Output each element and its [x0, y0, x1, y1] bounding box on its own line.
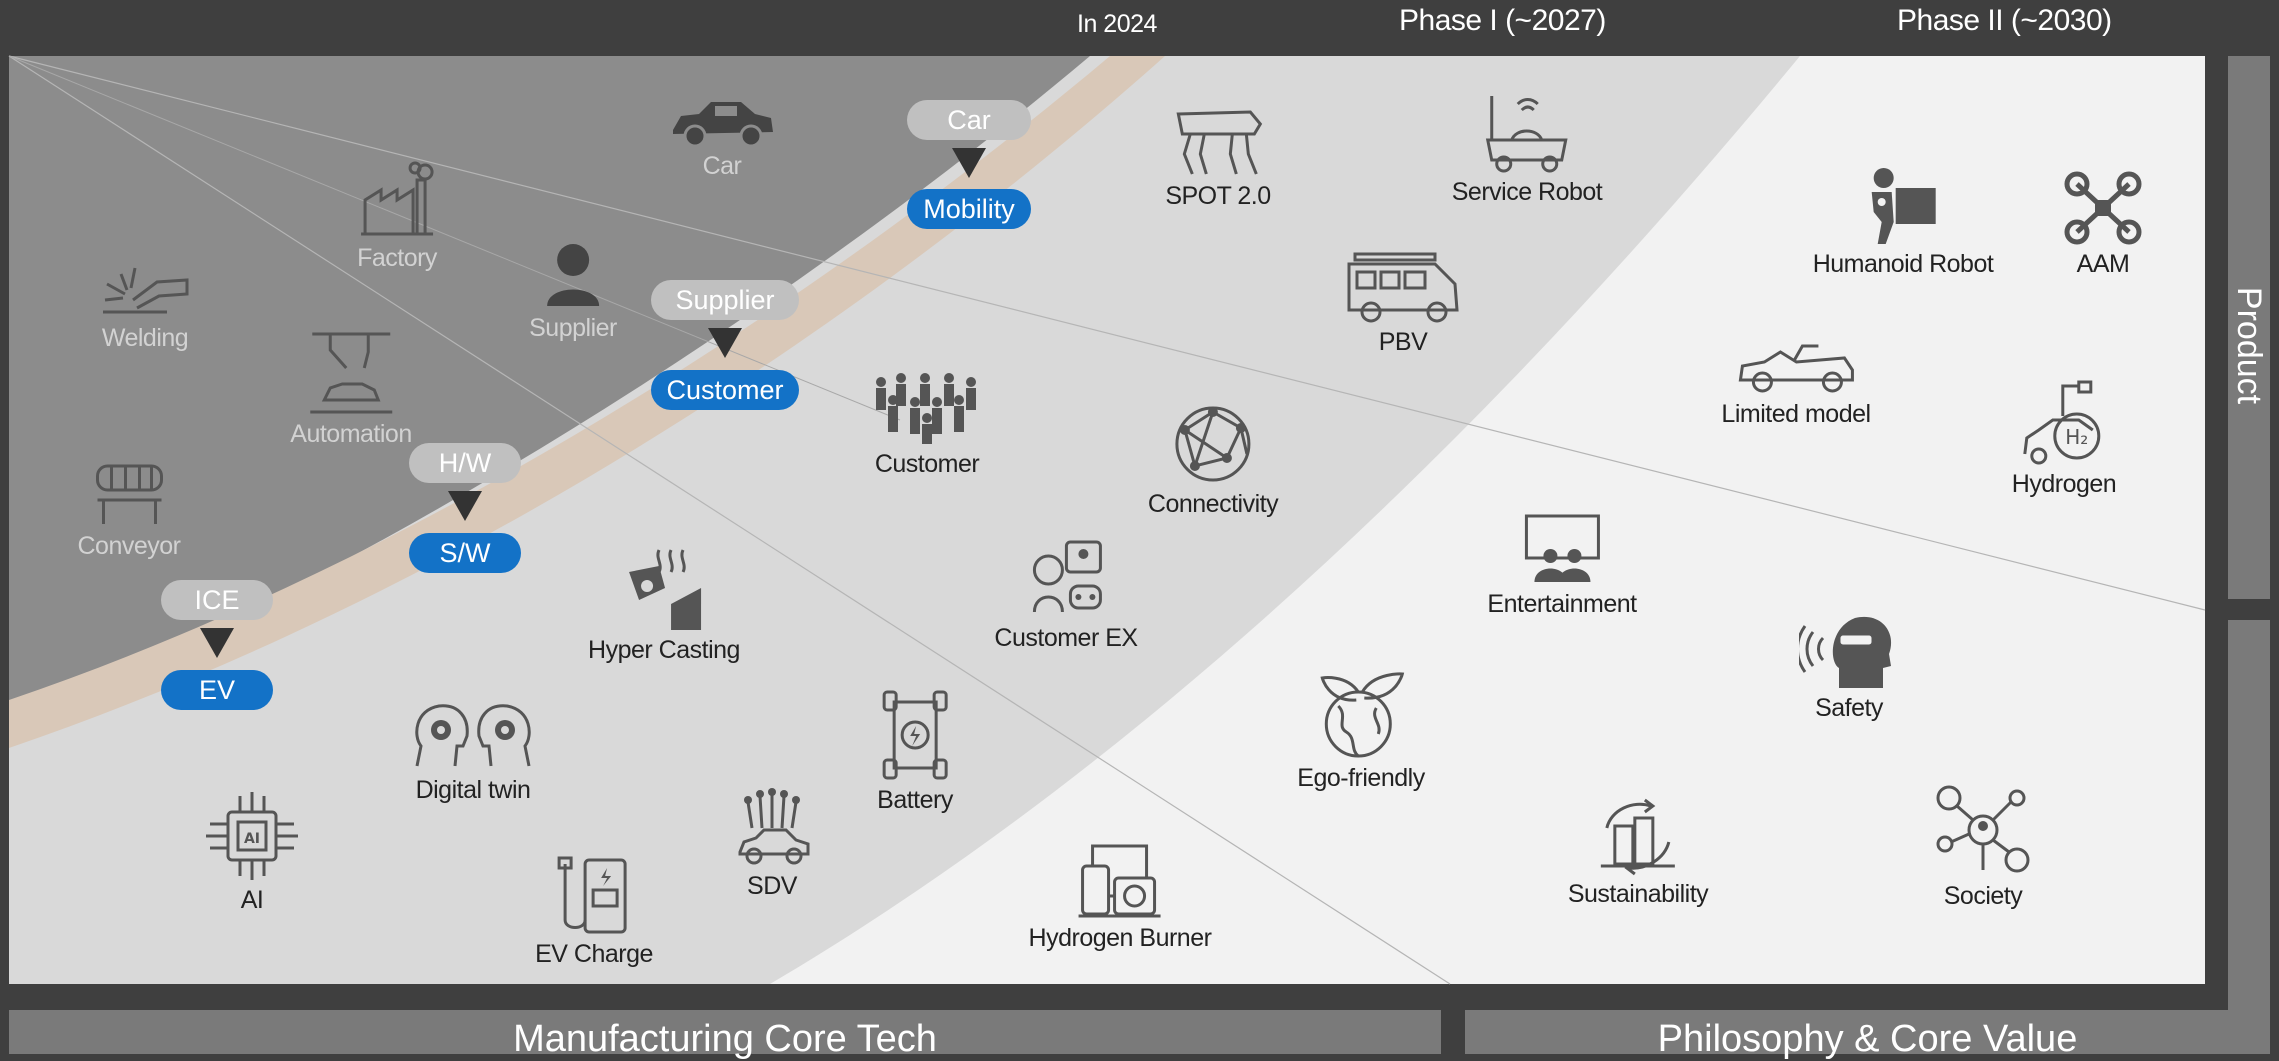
item-pbv: PBV [1343, 250, 1463, 357]
pill-ev: EV [161, 670, 273, 710]
item-supplier: Supplier [529, 240, 617, 343]
eco-globe-icon [1320, 672, 1404, 758]
pill-supplier: Supplier [651, 280, 799, 320]
svg-text:H₂: H₂ [2065, 425, 2088, 449]
item-battery: Battery [877, 688, 953, 815]
arrow-down-icon [708, 328, 742, 358]
welding-icon [103, 267, 189, 314]
item-ego-friendly: Ego-friendly [1297, 668, 1425, 793]
item-sdv: SDV [730, 788, 814, 901]
pill-mobility: Mobility [907, 189, 1031, 229]
pill-car: Car [907, 100, 1031, 140]
arrow-down-icon [448, 491, 482, 521]
factory-icon [360, 161, 434, 236]
sdv-icon [738, 788, 810, 865]
item-service-robot: Service Robot [1452, 90, 1603, 207]
item-humanoid-robot: Humanoid Robot [1813, 162, 1994, 279]
item-hydrogen: H₂ Hydrogen [2012, 380, 2117, 499]
globe-network-icon [1175, 406, 1251, 482]
pill-ice: ICE [161, 580, 273, 620]
pill-customer: Customer [651, 370, 799, 410]
side-bar-lower [2228, 620, 2270, 1010]
guide-line [8, 55, 1451, 985]
product-label: Product [2230, 286, 2269, 404]
item-ai: AI AI [204, 790, 300, 915]
philosophy-core-value-bar: Philosophy & Core Value [1465, 1010, 2270, 1060]
van-icon [1347, 252, 1459, 323]
guide-line [8, 55, 2206, 611]
digital-twin-icon [415, 704, 531, 767]
convertible-car-icon [1738, 344, 1854, 393]
safety-icon [1799, 616, 1892, 688]
theater-icon [1524, 514, 1600, 582]
item-society: Society [1933, 784, 2033, 911]
header-phase2: Phase II (~2030) [1897, 4, 2112, 37]
header-phase1: Phase I (~2027) [1399, 4, 1606, 37]
item-limited-model: Limited model [1721, 340, 1871, 429]
service-robot-icon [1486, 96, 1568, 173]
item-safety: Safety [1799, 608, 1899, 723]
hydrogen-burner-icon [1078, 844, 1161, 918]
ai-chip-icon: AI [206, 792, 298, 880]
arrow-down-icon [200, 628, 234, 658]
item-factory: Factory [357, 160, 437, 273]
conveyor-icon [95, 464, 163, 524]
item-spot: SPOT 2.0 [1165, 104, 1271, 211]
item-car: Car [667, 96, 777, 181]
item-sustainability: Sustainability [1568, 796, 1709, 909]
item-customer-ex: Customer EX [994, 536, 1138, 653]
item-aam: AAM [2063, 170, 2143, 279]
car-icon [673, 102, 773, 148]
humanoid-robot-icon [1872, 168, 1936, 244]
manufacturing-core-tech-bar: Manufacturing Core Tech [9, 1010, 1441, 1060]
item-entertainment: Entertainment [1487, 512, 1637, 619]
item-conveyor: Conveyor [78, 460, 181, 561]
item-automation: Automation [290, 328, 412, 449]
ev-charger-icon [557, 856, 627, 934]
product-bar [2228, 56, 2270, 599]
header-in-2024: In 2024 [1077, 10, 1157, 38]
robot-arm-icon [310, 332, 392, 414]
item-digital-twin: Digital twin [411, 700, 535, 805]
casting-icon [629, 549, 701, 630]
item-hydrogen-burner: Hydrogen Burner [1029, 836, 1212, 953]
drone-icon [2064, 171, 2142, 245]
item-customer: Customer [865, 370, 989, 479]
zone-2024 [9, 56, 1090, 720]
hydrogen-icon: H₂ [2023, 380, 2101, 465]
society-network-icon [1936, 785, 2030, 873]
pill-sw: S/W [409, 533, 521, 573]
battery-icon [882, 690, 948, 780]
arrow-down-icon [952, 148, 986, 178]
robot-dog-icon [1176, 110, 1262, 175]
item-hyper-casting: Hyper Casting [588, 544, 740, 665]
svg-text:AI: AI [244, 831, 260, 847]
item-ev-charge: EV Charge [535, 854, 653, 969]
transition-band [9, 56, 1165, 748]
person-icon [546, 244, 599, 306]
customer-experience-icon [1032, 540, 1102, 613]
sustainability-icon [1601, 798, 1675, 876]
item-welding: Welding [97, 250, 193, 353]
item-connectivity: Connectivity [1148, 402, 1279, 519]
pill-hw: H/W [409, 443, 521, 483]
guide-line [8, 55, 901, 421]
crowd-icon [876, 373, 976, 444]
